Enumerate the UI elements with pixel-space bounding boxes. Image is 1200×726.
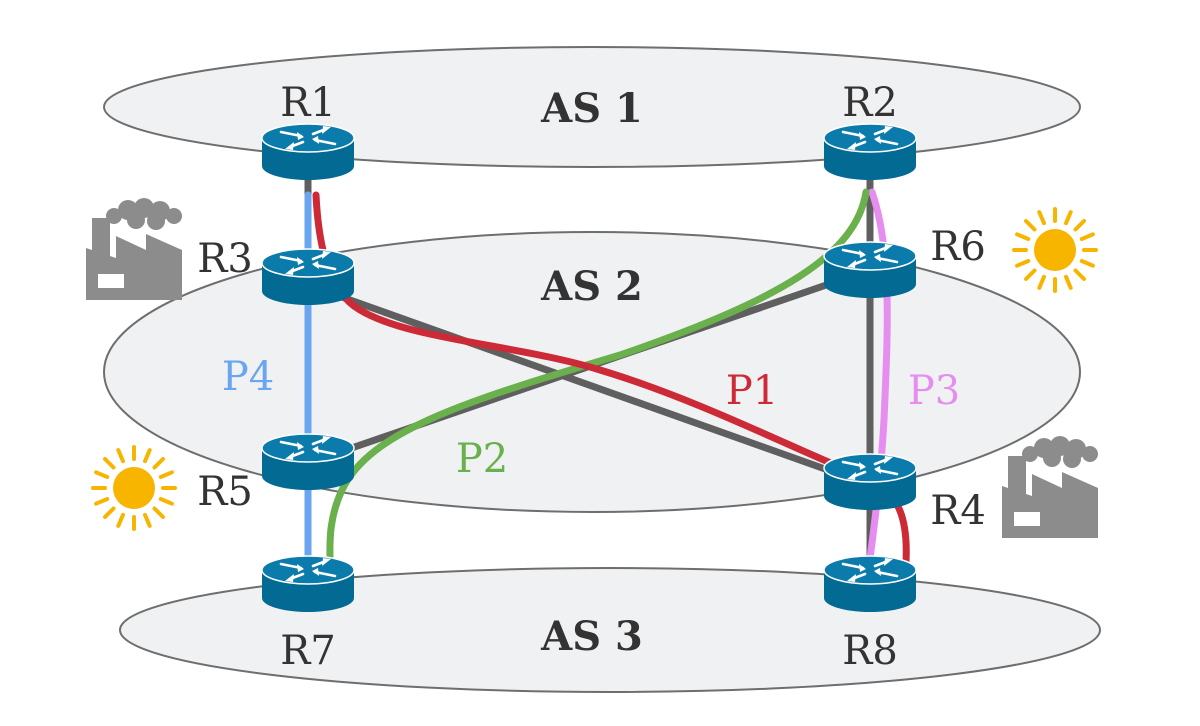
router-r3-icon[interactable] [260, 247, 356, 307]
factory-icon [1002, 436, 1098, 538]
router-r5-label: R5 [197, 469, 253, 515]
router-r6-label: R6 [930, 224, 986, 270]
link-r3-r4 [304, 281, 874, 489]
router-r8-icon[interactable] [822, 554, 918, 614]
router-r6-icon[interactable] [822, 240, 918, 300]
router-r5-icon[interactable] [260, 432, 356, 492]
router-r2-label: R2 [842, 80, 898, 126]
sun-icon [1012, 207, 1098, 293]
path-p3-label: P3 [908, 368, 960, 414]
router-r7-label: R7 [280, 628, 336, 674]
router-r2-icon[interactable] [822, 122, 918, 182]
factory-icon [86, 198, 182, 300]
path-p1-label: P1 [726, 368, 778, 414]
router-r8-label: R8 [842, 628, 898, 674]
sun-icon [91, 445, 177, 531]
router-r4-icon[interactable] [822, 452, 918, 512]
path-p2 [326, 188, 870, 566]
router-r4-label: R4 [930, 488, 986, 534]
router-r7-icon[interactable] [260, 554, 356, 614]
path-p2-label: P2 [456, 436, 508, 482]
as2-label: AS 2 [540, 263, 643, 310]
as1-label: AS 1 [540, 85, 643, 132]
path-p4-label: P4 [222, 354, 274, 400]
router-r3-label: R3 [197, 236, 253, 282]
router-r1-label: R1 [280, 80, 336, 126]
router-r1-icon[interactable] [260, 122, 356, 182]
as3-label: AS 3 [540, 613, 643, 660]
